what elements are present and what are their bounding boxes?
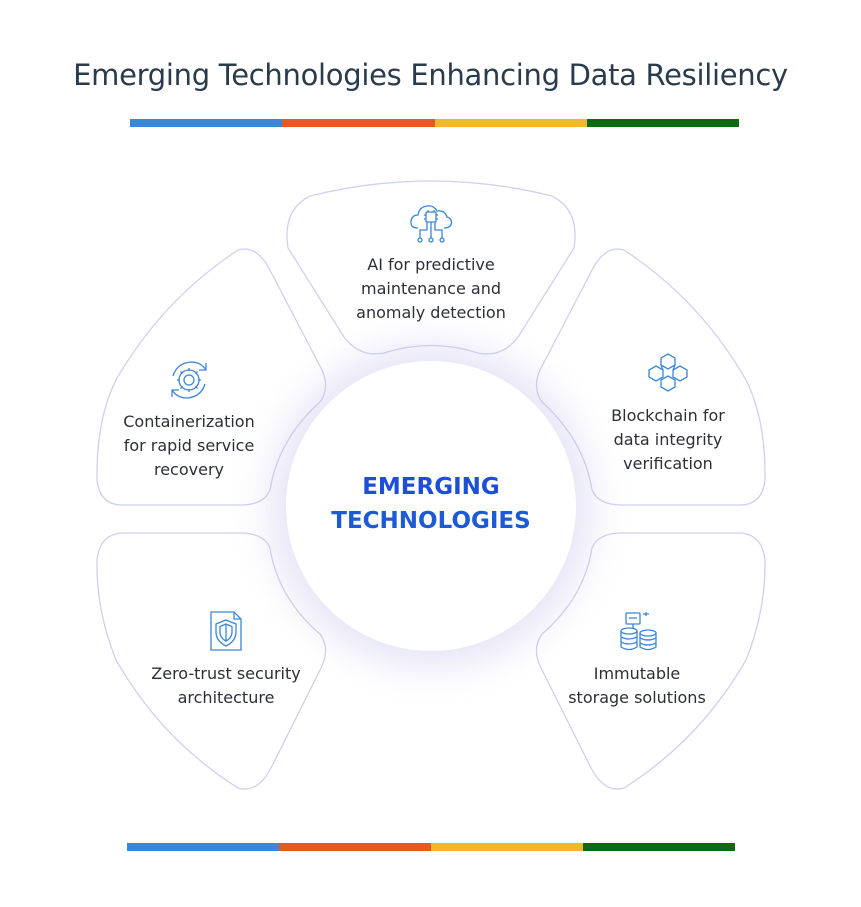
database-storage-icon — [620, 612, 657, 651]
item-blockchain-text: Blockchain for data integrity verificati… — [578, 404, 758, 476]
shield-document-icon — [210, 611, 242, 651]
item-ai-line-2: maintenance and — [360, 279, 501, 298]
color-bar-segment-yellow — [431, 843, 583, 851]
blockchain-cubes-icon — [648, 353, 688, 392]
item-blockchain-line-2: data integrity — [613, 430, 723, 449]
item-zero-trust-text: Zero-trust security architecture — [126, 662, 326, 710]
item-zero-trust-line-1: Zero-trust security — [151, 664, 301, 683]
item-container-line-1: Containerization — [123, 412, 255, 431]
color-bar-segment-orange — [279, 843, 431, 851]
center-label-line-2: TECHNOLOGIES — [331, 508, 531, 534]
item-blockchain-line-1: Blockchain for — [611, 406, 725, 425]
petal-zero-trust — [96, 532, 327, 790]
item-zero-trust-line-2: architecture — [177, 688, 275, 707]
gear-refresh-icon — [171, 361, 207, 399]
color-bar-segment-yellow — [434, 119, 587, 127]
center-label: EMERGING TECHNOLOGIES — [286, 470, 576, 538]
petal-immutable — [535, 532, 766, 790]
item-container-line-3: recovery — [153, 460, 224, 479]
item-container-text: Containerization for rapid service recov… — [94, 410, 284, 482]
center-circle — [286, 361, 576, 651]
color-bar-segment-orange — [282, 119, 435, 127]
item-immutable-text: Immutable storage solutions — [547, 662, 727, 710]
color-bar-segment-green — [586, 119, 739, 127]
color-bar-segment-green — [583, 843, 735, 851]
item-container-line-2: for rapid service — [123, 436, 255, 455]
color-bar-bottom — [127, 843, 735, 851]
color-bar-segment-blue — [127, 843, 279, 851]
color-bar-top — [130, 119, 739, 127]
item-ai-text: AI for predictive maintenance and anomal… — [331, 253, 531, 325]
petal-container — [96, 248, 327, 506]
petal-ai — [286, 180, 576, 355]
page-title: Emerging Technologies Enhancing Data Res… — [73, 58, 788, 92]
item-ai-line-3: anomaly detection — [356, 303, 506, 322]
center-label-line-1: EMERGING — [362, 474, 500, 500]
ai-cloud-icon — [410, 205, 453, 243]
item-ai-line-1: AI for predictive — [367, 255, 495, 274]
color-bar-segment-blue — [130, 119, 283, 127]
item-immutable-line-2: storage solutions — [568, 688, 706, 707]
petal-blockchain — [535, 248, 766, 506]
item-immutable-line-1: Immutable — [593, 664, 681, 683]
item-blockchain-line-3: verification — [623, 454, 713, 473]
